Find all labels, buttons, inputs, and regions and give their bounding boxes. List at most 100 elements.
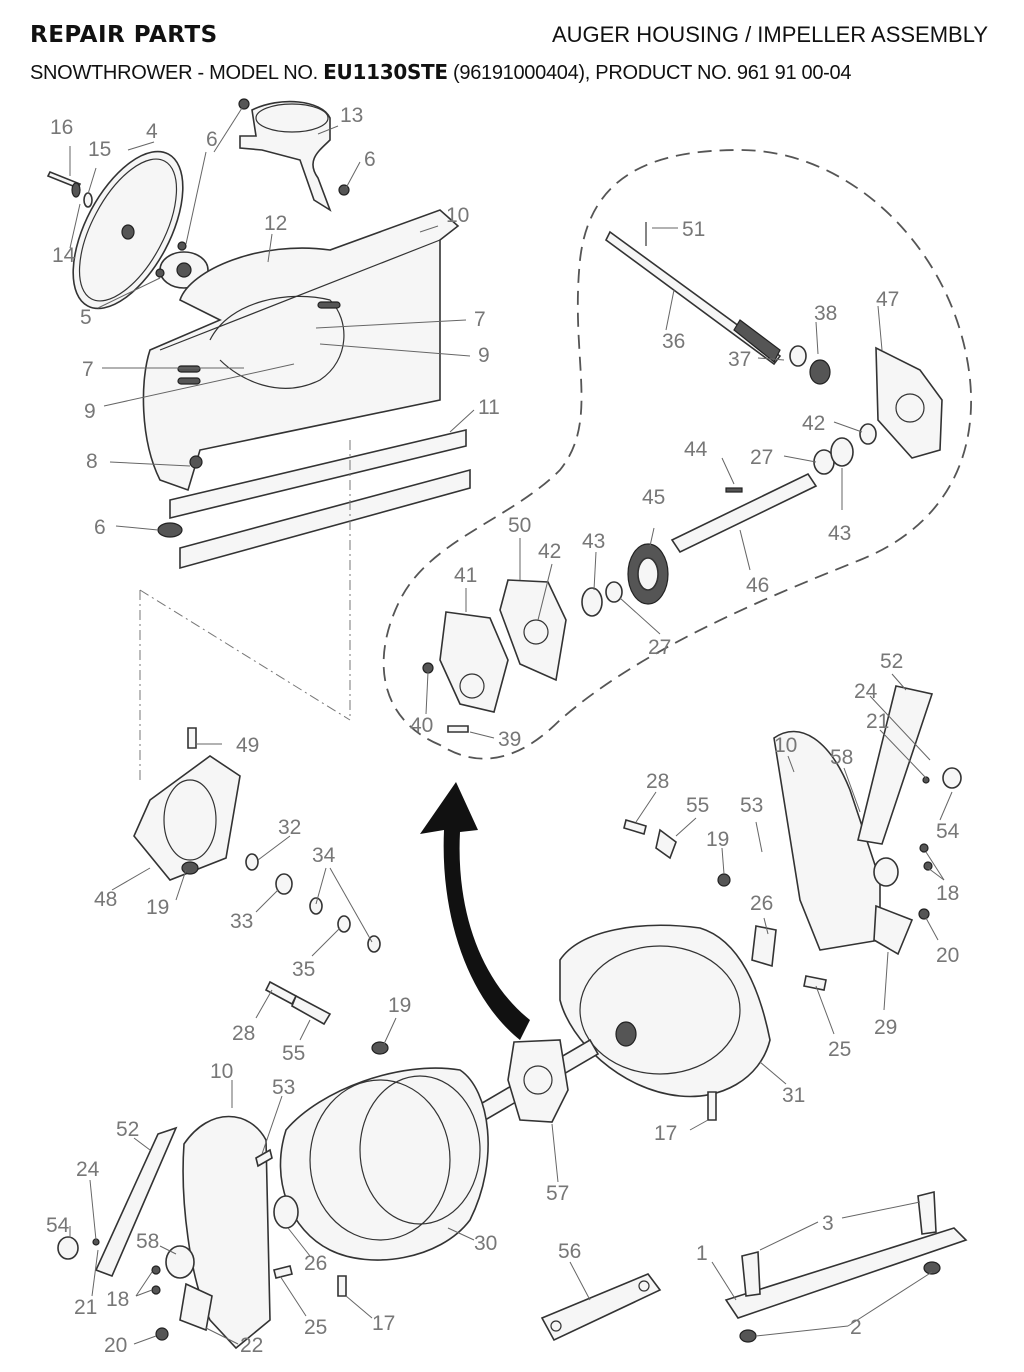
callout-20-left: 20 [104, 1334, 127, 1357]
bars-group [540, 1190, 968, 1343]
callout-10-top: 10 [446, 204, 469, 227]
callout-51: 51 [682, 218, 705, 241]
callout-labels: 16 15 4 6 13 6 14 12 10 5 7 9 7 9 8 11 6… [46, 104, 960, 1357]
callout-15: 15 [88, 138, 111, 161]
callout-26-right: 26 [750, 892, 773, 915]
callout-25-left: 25 [304, 1316, 327, 1339]
callout-19-center: 19 [388, 994, 411, 1017]
direction-arrow [420, 782, 530, 1040]
callout-30: 30 [474, 1232, 497, 1255]
callout-33: 33 [230, 910, 253, 933]
callout-13: 13 [340, 104, 363, 127]
callout-40: 40 [410, 714, 433, 737]
callout-14: 14 [52, 244, 76, 267]
callout-42-left: 42 [538, 540, 561, 563]
callout-27-right: 27 [750, 446, 773, 469]
callout-19-left: 19 [146, 896, 169, 919]
callout-11: 11 [478, 396, 500, 419]
callout-35: 35 [292, 958, 315, 981]
bar-1-part [724, 1227, 968, 1319]
callout-10-right: 10 [774, 734, 797, 757]
detail-boundary [382, 149, 972, 760]
callout-50: 50 [508, 514, 531, 537]
callout-26-left: 26 [304, 1252, 327, 1275]
callout-6-top: 6 [206, 128, 218, 151]
section-title: REPAIR PARTS [30, 22, 218, 48]
callout-56: 56 [558, 1240, 581, 1263]
callout-39: 39 [498, 728, 521, 751]
shave-plate-part [179, 468, 471, 570]
callout-28-left: 28 [232, 1022, 255, 1045]
subtitle-prefix: SNOWTHROWER - MODEL NO. [30, 62, 324, 84]
callout-53-right: 53 [740, 794, 763, 817]
callout-52-left: 52 [116, 1118, 139, 1141]
page-header: REPAIR PARTS AUGER HOUSING / IMPELLER AS… [0, 0, 1024, 90]
callout-22: 22 [240, 1334, 263, 1357]
callout-31: 31 [782, 1084, 805, 1107]
skid-right-part [857, 685, 934, 845]
callout-54-right: 54 [936, 820, 960, 843]
callout-3: 3 [822, 1212, 834, 1235]
callout-44: 44 [684, 438, 708, 461]
callout-20-right: 20 [936, 944, 959, 967]
subtitle-suffix: (96191000404), PRODUCT NO. 961 91 00-04 [447, 62, 852, 84]
callout-24-right: 24 [854, 680, 878, 703]
callout-57: 57 [546, 1182, 569, 1205]
gearbox-detail-group [382, 149, 972, 760]
callout-21-left: 21 [74, 1296, 97, 1319]
skid-left-part [94, 1126, 178, 1278]
callout-36: 36 [662, 330, 685, 353]
auger-housing-group [46, 98, 471, 780]
gear-case-left-part [439, 611, 509, 713]
callout-2: 2 [850, 1316, 862, 1339]
bearing-housing-group [133, 727, 381, 953]
callout-53-left: 53 [272, 1076, 295, 1099]
callout-46: 46 [746, 574, 769, 597]
callout-32: 32 [278, 816, 301, 839]
callout-38: 38 [814, 302, 837, 325]
callout-55-right: 55 [686, 794, 709, 817]
callout-29: 29 [874, 1016, 897, 1039]
model-subtitle: SNOWTHROWER - MODEL NO. EU1130STE (96191… [30, 60, 851, 85]
callout-42-right: 42 [802, 412, 825, 435]
callout-24-left: 24 [76, 1158, 100, 1181]
gearbox-assembly-part [507, 1039, 569, 1123]
impeller-part [559, 924, 771, 1098]
gear-case-right-part [875, 346, 943, 459]
callout-25-right: 25 [828, 1038, 851, 1061]
callout-21-right: 21 [866, 710, 889, 733]
callout-47: 47 [876, 288, 899, 311]
callout-7-left: 7 [82, 358, 94, 381]
callout-10-left: 10 [210, 1060, 233, 1083]
callout-7-right: 7 [474, 308, 486, 331]
bolt-part [46, 170, 82, 190]
callout-58-right: 58 [830, 746, 853, 769]
callout-4: 4 [146, 120, 158, 143]
bearing-housing-part [133, 755, 241, 881]
auger-housing-part [142, 209, 460, 492]
callout-17-right: 17 [654, 1122, 677, 1145]
impeller-group [559, 685, 962, 1121]
callout-55-left: 55 [282, 1042, 305, 1065]
callout-5: 5 [80, 306, 92, 329]
callout-58-left: 58 [136, 1230, 159, 1253]
callout-16: 16 [50, 116, 73, 139]
callout-18-right: 18 [936, 882, 959, 905]
auger-flight-part [279, 1067, 489, 1261]
callout-43-left: 43 [582, 530, 605, 553]
callout-34: 34 [312, 844, 336, 867]
model-number: EU1130STE [323, 60, 448, 84]
exploded-parts-diagram: 16 15 4 6 13 6 14 12 10 5 7 9 7 9 8 11 6… [46, 98, 972, 1357]
callout-1: 1 [696, 1242, 708, 1265]
callout-45: 45 [642, 486, 665, 509]
gasket-part [499, 579, 567, 682]
side-plate-left-part [182, 1115, 271, 1350]
impeller-shaft-part [670, 472, 818, 554]
assembly-title: AUGER HOUSING / IMPELLER ASSEMBLY [551, 22, 988, 47]
callout-49: 49 [236, 734, 259, 757]
callout-18-left: 18 [106, 1288, 129, 1311]
callout-27-left: 27 [648, 636, 671, 659]
callout-28-right: 28 [646, 770, 669, 793]
callout-41: 41 [454, 564, 477, 587]
callout-8: 8 [86, 450, 98, 473]
